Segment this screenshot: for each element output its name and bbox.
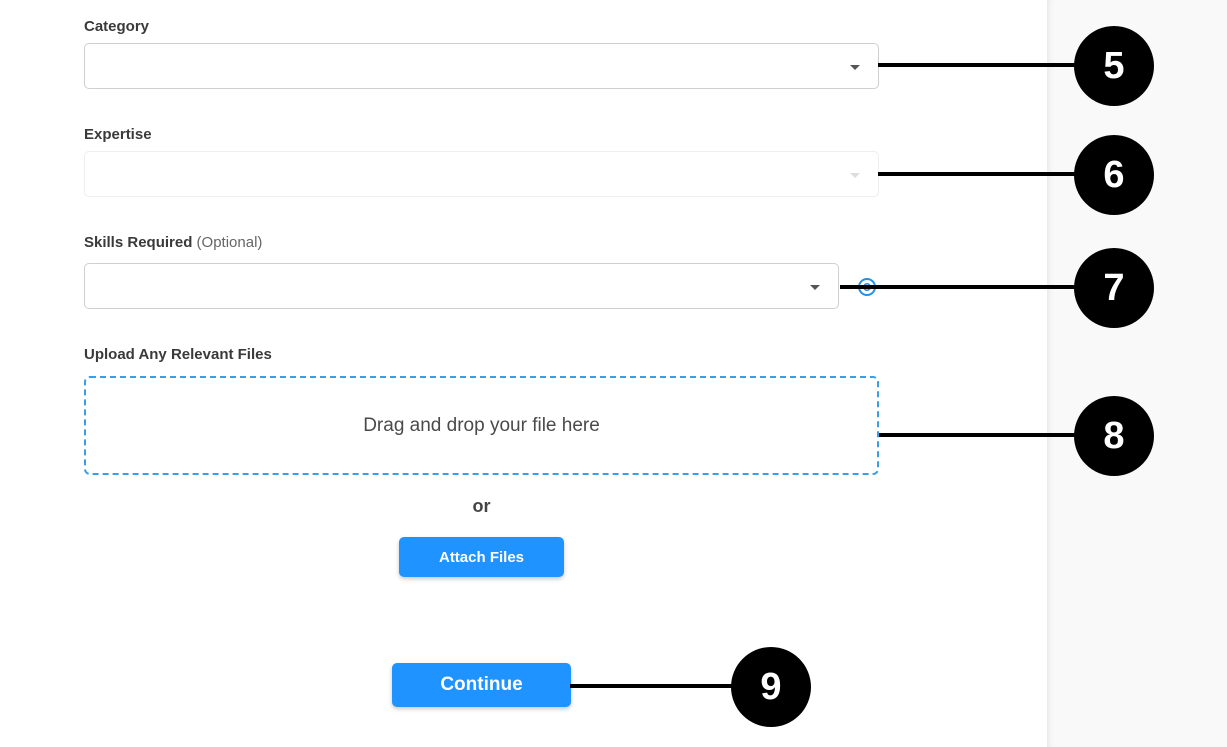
- callout-connector: [878, 172, 1076, 176]
- or-divider-text: or: [472, 496, 491, 516]
- continue-button[interactable]: Continue: [392, 663, 571, 707]
- expertise-select[interactable]: [84, 151, 879, 197]
- callout-connector: [878, 63, 1076, 67]
- skills-label: Skills Required (Optional): [84, 234, 262, 251]
- upload-label: Upload Any Relevant Files: [84, 346, 272, 363]
- expertise-label: Expertise: [84, 126, 152, 143]
- chevron-down-icon: [850, 173, 860, 178]
- category-label: Category: [84, 18, 150, 35]
- callout-connector: [840, 285, 1076, 289]
- right-side-panel: [1047, 0, 1227, 747]
- callout-badge: 6: [1074, 135, 1154, 215]
- optional-tag: (Optional): [196, 234, 263, 251]
- category-select[interactable]: [84, 43, 879, 89]
- chevron-down-icon: [810, 285, 820, 290]
- callout-connector: [879, 433, 1076, 437]
- file-dropzone[interactable]: Drag and drop your file here: [84, 376, 879, 475]
- callout-badge: 5: [1074, 26, 1154, 106]
- callout-badge: 7: [1074, 248, 1154, 328]
- callout-connector: [570, 684, 734, 688]
- dropzone-text: Drag and drop your file here: [363, 414, 600, 436]
- callout-badge: 8: [1074, 396, 1154, 476]
- skills-select[interactable]: [84, 263, 839, 309]
- skills-label-text: Skills Required: [84, 234, 193, 251]
- attach-files-button[interactable]: Attach Files: [399, 537, 564, 577]
- chevron-down-icon: [850, 65, 860, 70]
- callout-badge: 9: [731, 647, 811, 727]
